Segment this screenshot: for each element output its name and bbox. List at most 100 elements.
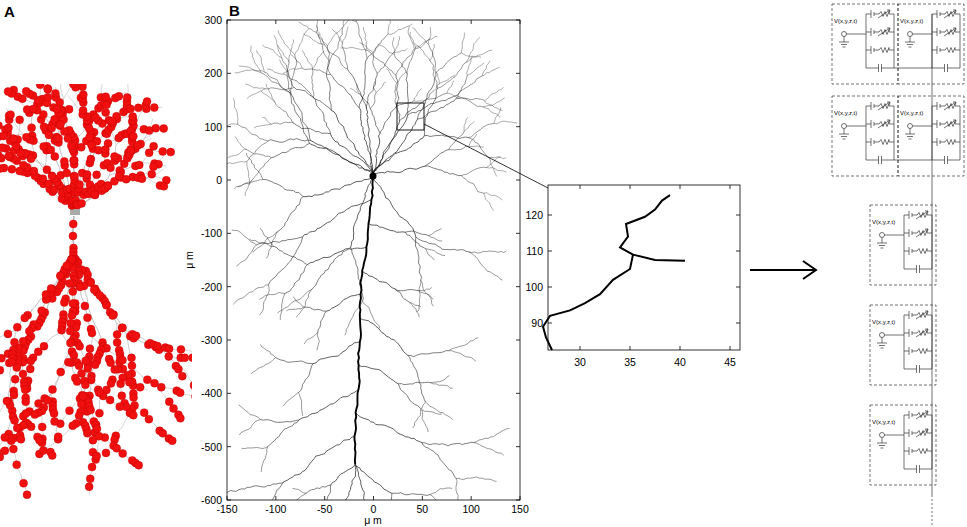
compartment-circuit xyxy=(832,4,898,84)
dendrite xyxy=(268,420,299,447)
synapse-dot xyxy=(111,366,119,374)
synapse-dot xyxy=(22,398,30,406)
plot-frame xyxy=(227,20,520,500)
dendrite xyxy=(363,27,366,50)
dendrite xyxy=(253,232,278,253)
dendrite xyxy=(328,27,343,46)
voltage-label: V(x,y,z,t) xyxy=(872,319,895,325)
dendrite xyxy=(245,84,265,89)
synapse-dot xyxy=(0,165,4,173)
dendrite xyxy=(327,294,361,311)
dendrite xyxy=(350,88,360,94)
synapse-dot xyxy=(5,152,13,160)
dendrite xyxy=(430,376,449,383)
dendrite xyxy=(37,173,75,208)
dendrite xyxy=(429,45,436,73)
dendrite xyxy=(312,51,323,68)
synapse-dot xyxy=(83,171,91,179)
dendrite xyxy=(247,161,250,185)
dendrite xyxy=(299,392,303,415)
synapse-dot xyxy=(39,447,47,455)
synapse-dot xyxy=(47,123,55,131)
dendrite xyxy=(397,72,406,83)
synapse-dot xyxy=(48,452,56,460)
dendrite xyxy=(456,98,485,101)
dendrite xyxy=(456,96,483,107)
dendrite xyxy=(251,481,284,500)
dendrite xyxy=(313,98,330,134)
dendrite xyxy=(430,494,452,500)
synapse-dot xyxy=(153,342,161,350)
dendrite xyxy=(373,115,408,173)
dendrite xyxy=(286,307,303,311)
synapse-dot xyxy=(118,324,126,332)
synapse-dot xyxy=(86,133,94,141)
dendrite xyxy=(356,413,422,443)
synapse-dot xyxy=(69,232,77,240)
zoomed-branch xyxy=(620,195,670,254)
synapse-dot xyxy=(0,453,4,461)
dendrite xyxy=(299,22,317,32)
synapse-dot xyxy=(22,410,30,418)
synapse-dot xyxy=(103,101,111,109)
synapse-dot xyxy=(95,389,103,397)
synapse-dot xyxy=(116,403,124,411)
dendrite xyxy=(262,117,271,124)
synapse-dot xyxy=(88,463,96,471)
dendrite xyxy=(408,351,449,357)
dendrite xyxy=(292,488,306,493)
dendrite xyxy=(369,223,406,232)
dendrite xyxy=(247,141,268,162)
dendrite xyxy=(413,402,426,428)
voltage-label: V(x,y,z,t) xyxy=(834,18,857,24)
synapse-dot xyxy=(36,84,44,89)
dendrite xyxy=(398,382,430,384)
dendrite xyxy=(489,158,497,177)
synapse-dot xyxy=(87,155,95,163)
synapse-dot xyxy=(111,152,119,160)
synapse-dot xyxy=(113,338,121,346)
tick-label: 100 xyxy=(462,504,480,515)
dendrite xyxy=(282,58,294,88)
dendrite xyxy=(317,25,326,46)
dendrite xyxy=(342,43,348,69)
tick-label: -50 xyxy=(317,504,332,515)
dendrite xyxy=(232,230,257,245)
dendrite xyxy=(417,73,436,119)
dendrite xyxy=(261,446,268,472)
voltage-label: V(x,y,z,t) xyxy=(872,419,895,425)
synapse-dot xyxy=(11,375,19,383)
compartment-circuit xyxy=(898,4,964,84)
dendrite xyxy=(392,493,430,496)
dendrite xyxy=(332,29,342,43)
tick-label: -500 xyxy=(201,441,222,452)
dendrite xyxy=(422,410,428,432)
synapse-dot xyxy=(0,132,8,140)
dendrite xyxy=(449,338,478,351)
synapse-dot xyxy=(102,301,110,309)
synapse-dot xyxy=(102,449,110,457)
dendrite xyxy=(469,134,477,146)
dendrite xyxy=(430,44,434,61)
synapse-dot xyxy=(73,378,81,386)
dendrite xyxy=(373,133,380,173)
synapse-dot xyxy=(87,141,95,149)
compartment-circuit xyxy=(898,96,964,176)
tick-label: 35 xyxy=(624,357,636,368)
synapse-dot xyxy=(174,365,182,373)
dendrite xyxy=(347,69,366,109)
synapse-dot xyxy=(3,397,11,405)
dendrite xyxy=(316,32,327,45)
synapse-dot xyxy=(22,133,30,141)
dendrite xyxy=(259,293,284,300)
synapse-dot xyxy=(143,376,151,384)
dendrite xyxy=(280,59,289,77)
dendrite xyxy=(367,109,373,173)
dendrite xyxy=(360,318,408,356)
synapse-dot xyxy=(79,392,87,400)
dendrite xyxy=(299,389,359,420)
synapse-dot xyxy=(70,172,78,180)
dendrite xyxy=(238,124,268,141)
synapse-dot xyxy=(23,491,31,499)
tick-label: 300 xyxy=(204,15,222,26)
